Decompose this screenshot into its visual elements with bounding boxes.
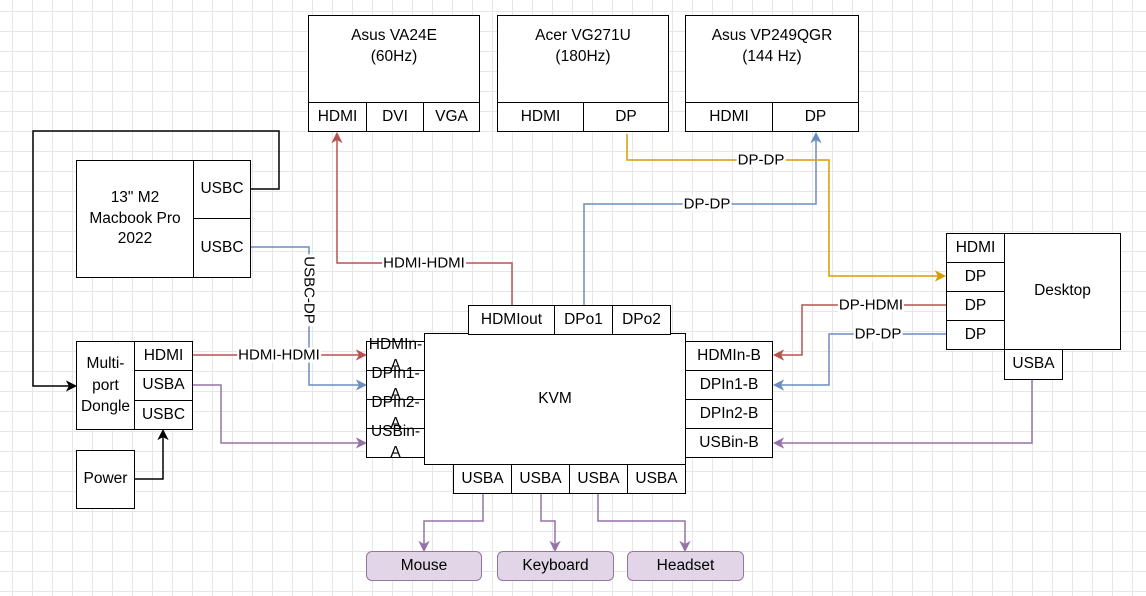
power-supply: Power bbox=[76, 450, 135, 509]
line-power-to-dongle-usbc bbox=[135, 431, 163, 480]
asus-vp249qgr-port-hdmi: HDMI bbox=[685, 102, 773, 132]
multiport-dongle: Multi- port Dongle bbox=[76, 341, 135, 430]
macbook-port-usbc-2: USBC bbox=[193, 218, 251, 278]
edge-label-usbc-dp: USBC-DP bbox=[300, 254, 318, 326]
desktop-port-dp-2: DP bbox=[946, 291, 1005, 321]
kvm-port-hdmiout: HDMIout bbox=[468, 305, 555, 335]
kvm-port-usba-1: USBA bbox=[453, 464, 512, 494]
line-dongle-usba-to-kvm-usbin-a bbox=[193, 384, 365, 443]
kvm-port-dpo2: DPo2 bbox=[612, 305, 671, 335]
monitor-acer-vg271u: Acer VG271U (180Hz) bbox=[497, 15, 669, 103]
edge-label-dp-dp-lower: DP-DP bbox=[682, 195, 732, 213]
kvm-switch: KVM bbox=[424, 333, 686, 465]
kvm-port-dpin1-b: DPIn1-B bbox=[685, 370, 773, 400]
kvm-port-hdmin-a: HDMIn-A bbox=[366, 336, 425, 374]
desktop-port-usba: USBA bbox=[1004, 349, 1063, 380]
edge-label-dp-dp-right: DP-DP bbox=[853, 325, 903, 343]
kvm-port-usba-4: USBA bbox=[627, 464, 686, 494]
line-kvm-hdmiout-to-asus-va24e bbox=[337, 134, 513, 305]
kvm-port-usba-2: USBA bbox=[511, 464, 570, 494]
desktop-port-hdmi: HDMI bbox=[946, 233, 1005, 263]
line-kvm-usba-to-mouse bbox=[424, 494, 484, 550]
kvm-port-usba-3: USBA bbox=[569, 464, 628, 494]
acer-vg271u-port-dp: DP bbox=[583, 102, 669, 132]
device-keyboard: Keyboard bbox=[497, 551, 614, 581]
edge-label-dp-hdmi: DP-HDMI bbox=[837, 296, 905, 314]
desktop-port-dp-3: DP bbox=[946, 320, 1005, 350]
kvm-port-usbin-b: USBin-B bbox=[685, 428, 773, 458]
kvm-port-dpo1: DPo1 bbox=[554, 305, 613, 335]
dongle-port-usba: USBA bbox=[134, 370, 193, 401]
monitor-asus-vp249qgr: Asus VP249QGR (144 Hz) bbox=[685, 15, 859, 103]
kvm-port-dpin2-b: DPIn2-B bbox=[685, 399, 773, 429]
asus-va24e-port-vga: VGA bbox=[423, 102, 480, 132]
asus-va24e-port-hdmi: HDMI bbox=[308, 102, 367, 132]
edge-label-hdmi-hdmi-top: HDMI-HDMI bbox=[382, 254, 466, 272]
macbook-port-usbc-1: USBC bbox=[193, 160, 251, 219]
device-headset: Headset bbox=[627, 551, 744, 581]
dongle-port-hdmi: HDMI bbox=[134, 341, 193, 371]
asus-va24e-port-dvi: DVI bbox=[366, 102, 424, 132]
asus-vp249qgr-port-dp: DP bbox=[772, 102, 859, 132]
kvm-port-usbin-a: USBin-A bbox=[366, 423, 425, 461]
kvm-port-dpin1-a: DPIn1-A bbox=[366, 365, 425, 403]
line-desktop-usba-to-kvm-usbin-b bbox=[775, 380, 1033, 443]
line-kvm-usba-to-headset bbox=[597, 494, 685, 550]
dongle-port-usbc: USBC bbox=[134, 400, 193, 430]
desktop-pc: Desktop bbox=[1004, 233, 1121, 350]
monitor-asus-va24e: Asus VA24E (60Hz) bbox=[308, 15, 480, 103]
line-macbook-usbc-to-dongle bbox=[32, 130, 280, 386]
line-kvm-usba-to-keyboard bbox=[540, 494, 555, 550]
kvm-port-hdmin-b: HDMIn-B bbox=[685, 341, 773, 371]
desktop-port-dp-1: DP bbox=[946, 262, 1005, 292]
acer-vg271u-port-hdmi: HDMI bbox=[497, 102, 584, 132]
edge-label-dp-dp-upper: DP-DP bbox=[736, 151, 786, 169]
line-acer-dp-to-desktop bbox=[626, 134, 944, 276]
macbook-pro: 13" M2 Macbook Pro 2022 bbox=[76, 160, 194, 278]
edge-label-hdmi-hdmi-left: HDMI-HDMI bbox=[237, 346, 321, 364]
device-mouse: Mouse bbox=[366, 551, 482, 581]
